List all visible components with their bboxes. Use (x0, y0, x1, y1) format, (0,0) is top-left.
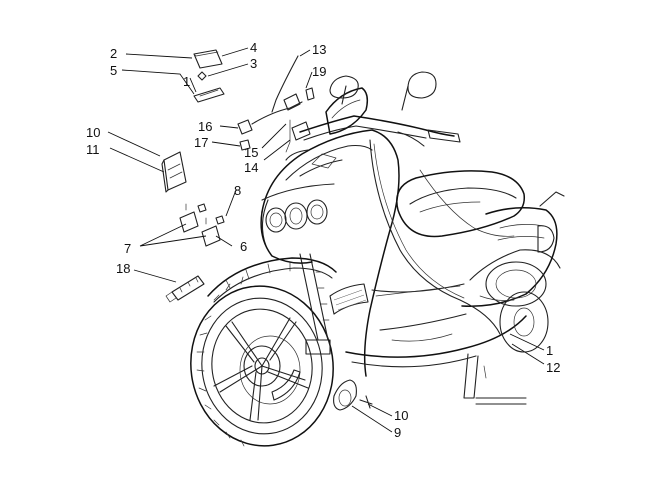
callout-4: 4 (250, 40, 257, 55)
callout-labels: 2 5 1 4 3 10 11 8 6 7 18 13 19 16 17 15 … (86, 40, 560, 440)
switch-cable-assembly (237, 55, 315, 153)
callout-15: 15 (244, 145, 258, 160)
callout-7: 7 (124, 241, 131, 256)
relay-assembly (193, 49, 225, 103)
center-stand (463, 353, 527, 405)
callout-18: 18 (116, 261, 130, 276)
front-wheel (190, 276, 334, 447)
callout-6: 6 (240, 239, 247, 254)
callout-19: 19 (312, 64, 326, 79)
callout-16: 16 (198, 119, 212, 134)
callout-13: 13 (312, 42, 326, 57)
horn-part (333, 379, 373, 411)
connector-part (165, 275, 205, 303)
leader-lines (107, 47, 545, 433)
control-unit (161, 151, 187, 193)
front-fender (207, 257, 337, 303)
handlebar (285, 71, 461, 161)
callout-14: 14 (244, 160, 258, 175)
callout-3: 3 (250, 56, 257, 71)
callout-11: 11 (86, 142, 100, 157)
callout-1-bottom: 1 (546, 343, 553, 358)
callout-5: 5 (110, 63, 117, 78)
callout-8: 8 (234, 183, 241, 198)
callout-9: 9 (394, 425, 401, 440)
rear-body (369, 139, 565, 353)
callout-17: 17 (194, 135, 208, 150)
scooter-body (260, 129, 527, 377)
callout-12: 12 (546, 360, 560, 375)
flasher-relays (179, 203, 225, 247)
callout-10-bottom: 10 (394, 408, 408, 423)
front-fork (299, 253, 331, 355)
callout-1-top: 1 (183, 74, 190, 89)
callout-10-left: 10 (86, 125, 100, 140)
callout-2: 2 (110, 46, 117, 61)
